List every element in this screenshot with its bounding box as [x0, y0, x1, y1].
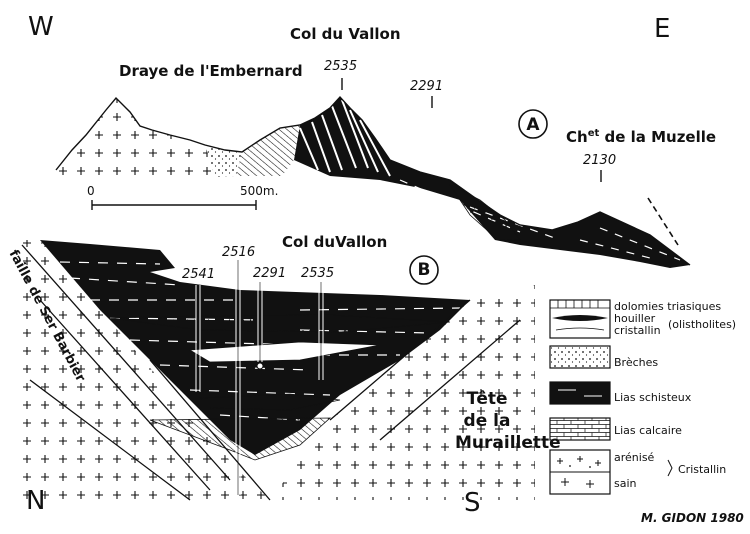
section-a-crystalline [56, 98, 215, 178]
section-b-2291-point [256, 362, 264, 370]
legend-breches: Brèches [614, 356, 659, 369]
altitude-b-2291: 2291 [253, 266, 287, 281]
legend-dolomies: dolomies triasiques [614, 300, 722, 313]
altitude-a-2535: 2535 [324, 59, 358, 74]
altitude-b-2535: 2535 [301, 266, 335, 281]
legend-box-breches [549, 345, 611, 369]
section-a-hatched-band [236, 125, 300, 176]
legend-lias-calcaire: Lias calcaire [614, 424, 682, 437]
legend-cristallin-olist: cristallin [614, 324, 661, 337]
section-b [21, 240, 535, 501]
label-chet-super: et [587, 128, 600, 139]
altitude-a-2291: 2291 [410, 79, 444, 94]
section-b-altitude-lines [195, 260, 324, 495]
section-b-east-margin [379, 319, 521, 441]
scale-start: 0 [87, 184, 95, 198]
section-b-crystalline-east [270, 285, 535, 500]
legend-cristallin: Cristallin [678, 463, 727, 476]
label-col-du-vallon-a: Col du Vallon [290, 25, 401, 43]
section-b-breccia-lens-2 [188, 341, 381, 363]
label-chet-rest: de la Muzelle [599, 128, 717, 146]
legend-arenise: arénisé [614, 451, 655, 464]
legend-box-lias-schisteux [549, 381, 611, 405]
section-b-schist-dashes [59, 261, 461, 421]
compass-north: N [26, 486, 46, 516]
section-b-crystalline-west [22, 240, 270, 500]
label-col-du-vallon-b: Col duVallon [282, 233, 388, 251]
label-draye: Draye de l'Embernard [119, 62, 303, 80]
marker-b: B [417, 260, 431, 280]
label-chet-prefix: Ch [566, 128, 588, 146]
section-a-breccia [205, 145, 242, 177]
altitude-b-2541: 2541 [182, 267, 216, 282]
credit: M. GIDON 1980 [641, 511, 744, 525]
label-tete-line-2: de la [463, 411, 511, 431]
legend [549, 299, 673, 495]
section-a [55, 78, 691, 268]
section-b-faults [21, 244, 471, 501]
altitude-b-2516: 2516 [222, 245, 256, 260]
section-a-altitude-ticks [341, 78, 602, 182]
section-b-breccia-lens-3 [199, 393, 341, 411]
section-a-marker-circle [518, 109, 548, 139]
compass-east: E [654, 14, 671, 44]
marker-a: A [526, 115, 540, 135]
legend-olistholites: (olistholites) [668, 318, 737, 331]
legend-box-lias-calcaire [549, 417, 611, 441]
section-a-lias-body [294, 97, 690, 268]
section-a-slope-breccia [448, 183, 521, 241]
altitude-a-2130: 2130 [583, 153, 617, 168]
legend-houiller: houiller [614, 312, 656, 325]
label-tete-muraillette: Tête de la Muraillette [455, 388, 561, 454]
section-a-slope-dashes [399, 179, 681, 261]
label-tete-line-1: Tête [466, 389, 508, 409]
legend-lias-schisteux: Lias schisteux [614, 391, 692, 404]
label-tete-line-3: Muraillette [455, 433, 561, 453]
section-b-altitude-lines-ink [197, 260, 322, 495]
compass-west: W [28, 12, 54, 42]
section-a-profile [55, 95, 691, 266]
section-a-peak-stripes [299, 99, 391, 177]
legend-sain: sain [614, 477, 637, 490]
compass-south: S [464, 488, 481, 518]
label-chet-muzelle: Chet de la Muzelle [566, 129, 716, 145]
scale-bar [91, 200, 257, 210]
scale-end: 500m. [240, 184, 279, 198]
section-b-marker-circle [409, 255, 439, 285]
